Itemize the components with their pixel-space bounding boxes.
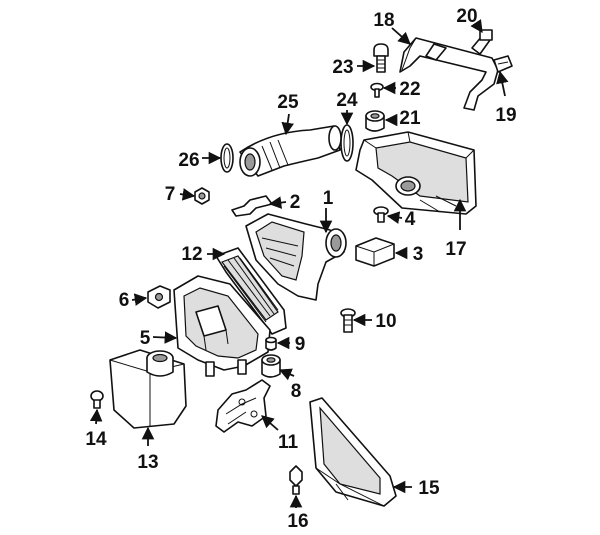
intake-duct-part-25 bbox=[239, 125, 342, 177]
callout-20: 20 bbox=[456, 6, 477, 27]
callout-21: 21 bbox=[399, 108, 421, 129]
sensor-part-6 bbox=[147, 285, 171, 309]
callout-3: 3 bbox=[413, 244, 424, 265]
callout-4: 4 bbox=[405, 209, 416, 230]
callout-16: 16 bbox=[287, 511, 308, 532]
grommet-part-19 bbox=[493, 55, 513, 73]
clip-part-16 bbox=[289, 465, 303, 495]
clip-part-14 bbox=[90, 390, 104, 409]
callout-8: 8 bbox=[291, 381, 302, 402]
callout-25: 25 bbox=[277, 92, 299, 113]
callout-18: 18 bbox=[373, 10, 394, 31]
callout-22: 22 bbox=[399, 79, 420, 100]
callout-13: 13 bbox=[137, 452, 158, 473]
callout-12: 12 bbox=[181, 244, 202, 265]
callout-26: 26 bbox=[178, 150, 199, 171]
callout-7: 7 bbox=[165, 184, 176, 205]
callout-14: 14 bbox=[85, 429, 107, 450]
callout-9: 9 bbox=[295, 334, 306, 355]
grommet-part-21 bbox=[365, 110, 385, 132]
bracket-part-11 bbox=[215, 379, 271, 433]
callout-19: 19 bbox=[495, 105, 516, 126]
bolt-part-23 bbox=[373, 43, 389, 73]
callout-11: 11 bbox=[278, 432, 299, 453]
callout-10: 10 bbox=[375, 311, 396, 332]
air-cleaner-cover-part-17 bbox=[355, 131, 477, 215]
clamp-part-24 bbox=[340, 124, 354, 162]
leader-lines bbox=[89, 19, 509, 508]
bracket-part-2 bbox=[231, 195, 273, 217]
callout-17: 17 bbox=[445, 239, 466, 260]
bolt-part-4 bbox=[373, 206, 389, 223]
callout-1: 1 bbox=[323, 188, 334, 209]
callout-15: 15 bbox=[418, 478, 440, 499]
clamp-part-26 bbox=[220, 143, 234, 173]
duct-part-15 bbox=[309, 397, 397, 507]
sensor-part-3 bbox=[355, 237, 395, 267]
clip-part-20 bbox=[479, 29, 493, 41]
bolt-part-10 bbox=[340, 308, 356, 333]
mount-part-8 bbox=[261, 354, 281, 378]
screw-part-22 bbox=[370, 82, 384, 98]
callout-5: 5 bbox=[140, 328, 151, 349]
resonator-part-13 bbox=[109, 349, 187, 429]
grommet-part-9 bbox=[265, 336, 277, 351]
lower-housing-part-5 bbox=[173, 275, 271, 377]
callout-2: 2 bbox=[290, 192, 301, 213]
air-box-part-1 bbox=[245, 213, 347, 301]
callout-labels: 18 20 23 22 19 25 24 21 26 7 2 1 4 17 12… bbox=[85, 6, 516, 532]
callout-6: 6 bbox=[119, 290, 130, 311]
nut-part-7 bbox=[194, 187, 210, 205]
air-filter-part-12 bbox=[215, 247, 287, 335]
callout-23: 23 bbox=[332, 57, 353, 78]
callout-24: 24 bbox=[336, 90, 358, 111]
